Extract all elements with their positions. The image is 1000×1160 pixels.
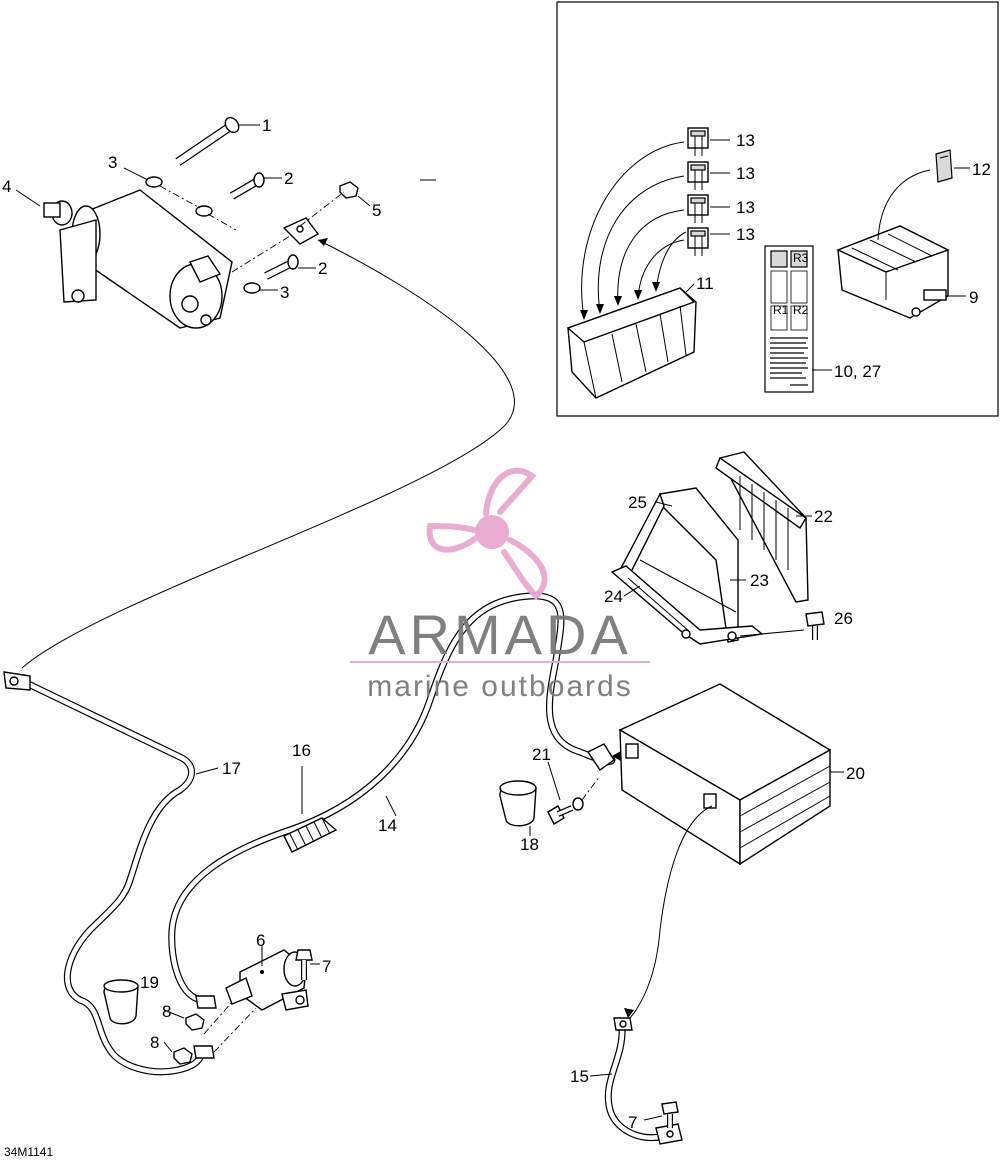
callout-8a: 8 (162, 1002, 171, 1021)
callout-10-27: 10, 27 (834, 362, 881, 381)
callout-18: 18 (520, 835, 539, 854)
fuse-box-cover-11 (566, 287, 697, 399)
callout-13b: 13 (736, 164, 755, 183)
callout-15: 15 (570, 1067, 589, 1086)
cable-14-solenoid-end (195, 995, 217, 1009)
battery-holder-22-25 (610, 451, 809, 645)
callout-5: 5 (372, 201, 381, 220)
callout-8b: 8 (150, 1033, 159, 1052)
armada-watermark: ARMADA marine outboards (350, 467, 650, 703)
callout-1: 1 (262, 116, 271, 135)
battery-20 (618, 683, 832, 866)
figure-code: 34M1141 (4, 1145, 53, 1159)
cable-17-solenoid-end (193, 1045, 215, 1059)
fuse-box-base-9 (836, 225, 950, 319)
protective-boot-18 (499, 780, 537, 827)
callout-16: 16 (292, 741, 311, 760)
decal-r1: R1 (773, 303, 789, 317)
callout-6: 6 (256, 931, 265, 950)
callout-labels: 1 2 2 3 3 4 5 6 7 7 8 8 9 10, 27 11 12 1… (2, 116, 991, 1159)
callout-11: 11 (696, 274, 714, 293)
callout-13d: 13 (736, 225, 755, 244)
callout-2b: 2 (318, 259, 327, 278)
starter-motor (43, 189, 233, 329)
callout-7a: 7 (322, 957, 331, 976)
fuse-box-inset-frame (556, 1, 999, 417)
callout-12: 12 (972, 160, 991, 179)
callout-7b: 7 (628, 1113, 637, 1132)
armada-logo-icon (426, 467, 548, 601)
washer-3c (243, 282, 261, 294)
callout-13a: 13 (736, 131, 755, 150)
callout-13c: 13 (736, 198, 755, 217)
callout-3b: 3 (280, 283, 289, 302)
nut-8b (173, 1047, 193, 1065)
nut-8a (185, 1013, 205, 1031)
callout-24: 24 (604, 587, 623, 606)
watermark-tagline: marine outboards (367, 670, 632, 703)
callout-4: 4 (2, 177, 11, 196)
fuse-decal-10-27: R3 R1 R2 (764, 245, 814, 393)
callout-17: 17 (222, 759, 241, 778)
screw-26 (805, 611, 825, 640)
callout-20: 20 (846, 764, 865, 783)
fuse-13-group (687, 127, 709, 256)
callout-25: 25 (628, 493, 647, 512)
callout-3a: 3 (108, 153, 117, 172)
callout-9: 9 (969, 288, 978, 307)
callout-23: 23 (750, 571, 769, 590)
protective-boot-19 (103, 979, 139, 1025)
bolt-1 (175, 116, 240, 166)
callout-14: 14 (378, 816, 397, 835)
bolt-7a (295, 949, 313, 980)
bolt-7b (661, 1101, 679, 1128)
callout-2a: 2 (284, 169, 293, 188)
nut-5 (339, 181, 359, 199)
decal-r2: R2 (793, 303, 809, 317)
washer-3b (195, 205, 213, 217)
callout-19: 19 (140, 973, 159, 992)
relay-12 (935, 149, 953, 183)
callout-22: 22 (814, 507, 833, 526)
bolt-2a (229, 172, 265, 200)
washer-3a (145, 176, 163, 188)
watermark-name: ARMADA (368, 603, 632, 666)
callout-21: 21 (532, 745, 551, 764)
solenoid-6 (225, 949, 309, 1011)
protective-boot-16 (283, 817, 338, 853)
bolt-2b (264, 254, 299, 280)
decal-r3: R3 (793, 251, 809, 265)
callout-26: 26 (834, 609, 853, 628)
cable-14-battery-end (586, 743, 615, 771)
screw-21 (547, 797, 584, 825)
